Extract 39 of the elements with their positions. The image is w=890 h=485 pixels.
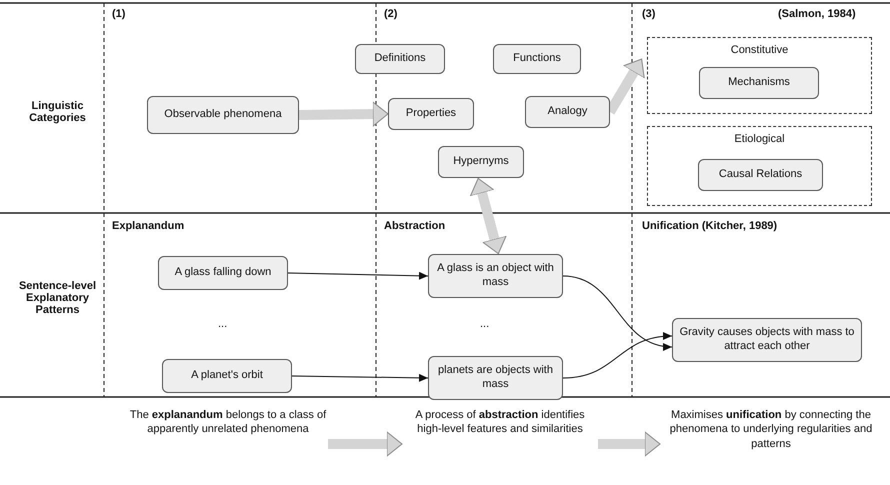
concept-box: Causal Relations xyxy=(698,159,823,191)
arrow xyxy=(562,276,672,350)
concept-box: Hypernyms xyxy=(438,146,524,178)
group-title: Etiological xyxy=(733,133,786,145)
arrow xyxy=(292,374,428,382)
concept-box: Functions xyxy=(493,44,581,74)
block-arrow xyxy=(470,178,507,254)
ellipsis: ... xyxy=(480,318,490,330)
concept-box: Gravity causes objects with mass to attract each other xyxy=(672,318,862,362)
column-heading: Unification (Kitcher, 1989) xyxy=(642,220,778,232)
ellipsis: ... xyxy=(218,318,228,330)
column-number: (1) xyxy=(112,8,126,20)
concept-box: A glass falling down xyxy=(158,256,288,290)
arrow xyxy=(288,272,428,280)
citation: (Salmon, 1984) xyxy=(778,8,856,20)
arrow xyxy=(562,332,672,378)
description-text: A process of abstraction identifies high-level features and similarities xyxy=(402,408,598,468)
block-arrow xyxy=(298,102,388,127)
concept-box: Analogy xyxy=(525,96,610,128)
concept-box: planets are objects with mass xyxy=(428,356,563,400)
block-arrow xyxy=(598,432,660,456)
concept-box: Definitions xyxy=(355,44,445,74)
block-arrow xyxy=(328,432,402,456)
description-text: Maximises unification by connecting the phenomena to underlying regularities and patterns xyxy=(660,408,882,468)
description-text: The explanandum belongs to a class of apparently unrelated phenomena xyxy=(128,408,328,468)
column-heading: Abstraction xyxy=(384,220,446,232)
concept-box: Properties xyxy=(388,98,474,130)
concept-box: Observable phenomena xyxy=(147,96,299,134)
dashed-group-box xyxy=(647,37,872,114)
column-number: (2) xyxy=(384,8,398,20)
concept-box: Mechanisms xyxy=(699,67,819,99)
row-heading: Sentence-level Explanatory Patterns xyxy=(18,280,98,316)
concept-box: A glass is an object with mass xyxy=(428,254,563,298)
column-heading: Explanandum xyxy=(112,220,184,232)
row-heading: Linguistic Categories xyxy=(28,100,87,124)
group-title: Constitutive xyxy=(730,44,790,56)
dashed-group-box xyxy=(647,126,872,206)
column-number: (3) xyxy=(642,8,656,20)
concept-box: A planet's orbit xyxy=(162,359,292,393)
